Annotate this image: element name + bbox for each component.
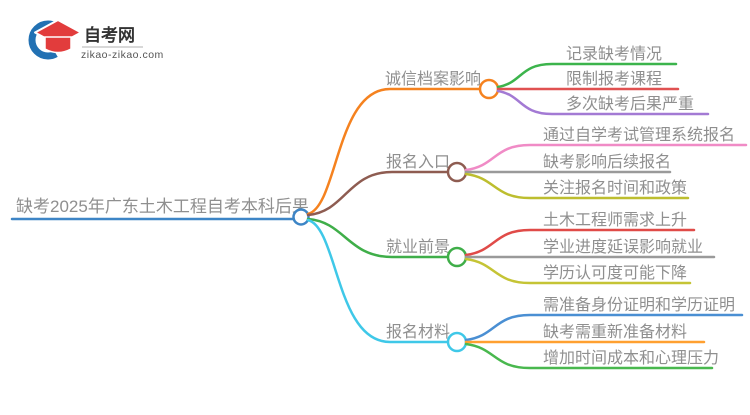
logo-ring-icon xyxy=(28,20,68,60)
leaf-label[interactable]: 增加时间成本和心理压力 xyxy=(543,349,719,367)
branch-circle[interactable] xyxy=(446,161,468,183)
leaf-label[interactable]: 记录缺考情况 xyxy=(566,45,662,63)
root-node-circle[interactable] xyxy=(292,208,310,226)
branch-circle[interactable] xyxy=(446,246,468,268)
leaf-label[interactable]: 缺考影响后续报名 xyxy=(543,153,671,171)
branch-circle[interactable] xyxy=(478,78,500,100)
branch-circle[interactable] xyxy=(446,331,468,353)
branch-link xyxy=(306,218,450,344)
leaf-label[interactable]: 学业进度延误影响就业 xyxy=(543,238,703,256)
logo[interactable]: 自考网 zikao-zikao.com xyxy=(28,19,164,61)
leaf-link xyxy=(496,89,710,116)
leaf-link xyxy=(464,313,744,342)
leaf-label[interactable]: 通过自学考试管理系统报名 xyxy=(543,126,735,144)
leaf-label[interactable]: 需准备身份证明和学历证明 xyxy=(543,296,735,314)
leaf-label[interactable]: 缺考需重新准备材料 xyxy=(543,323,687,341)
leaf-link xyxy=(464,342,714,370)
logo-title: 自考网 xyxy=(84,25,135,45)
leaf-link xyxy=(464,172,690,200)
root-node-label[interactable]: 缺考2025年广东土木工程自考本科后果 xyxy=(16,197,309,216)
branch-label[interactable]: 报名入口 xyxy=(386,153,450,171)
leaf-label[interactable]: 多次缺考后果严重 xyxy=(566,95,694,113)
leaf-link xyxy=(464,257,692,285)
leaf-label[interactable]: 土木工程师需求上升 xyxy=(543,211,687,229)
leaf-label[interactable]: 限制报考课程 xyxy=(566,70,662,88)
branch-label[interactable]: 诚信档案影响 xyxy=(385,70,481,88)
logo-domain: zikao-zikao.com xyxy=(81,49,164,61)
branch-link xyxy=(306,87,482,216)
leaf-label[interactable]: 学历认可度可能下降 xyxy=(543,264,687,282)
branch-link xyxy=(306,217,450,259)
leaf-link xyxy=(464,143,748,172)
branch-label[interactable]: 报名材料 xyxy=(386,323,450,341)
leaf-label[interactable]: 关注报名时间和政策 xyxy=(543,179,687,197)
branch-link xyxy=(306,170,450,217)
leaf-link xyxy=(496,62,678,89)
branch-label[interactable]: 就业前景 xyxy=(386,238,450,256)
graduation-cap-base-icon xyxy=(44,36,72,54)
leaf-link xyxy=(464,228,696,257)
